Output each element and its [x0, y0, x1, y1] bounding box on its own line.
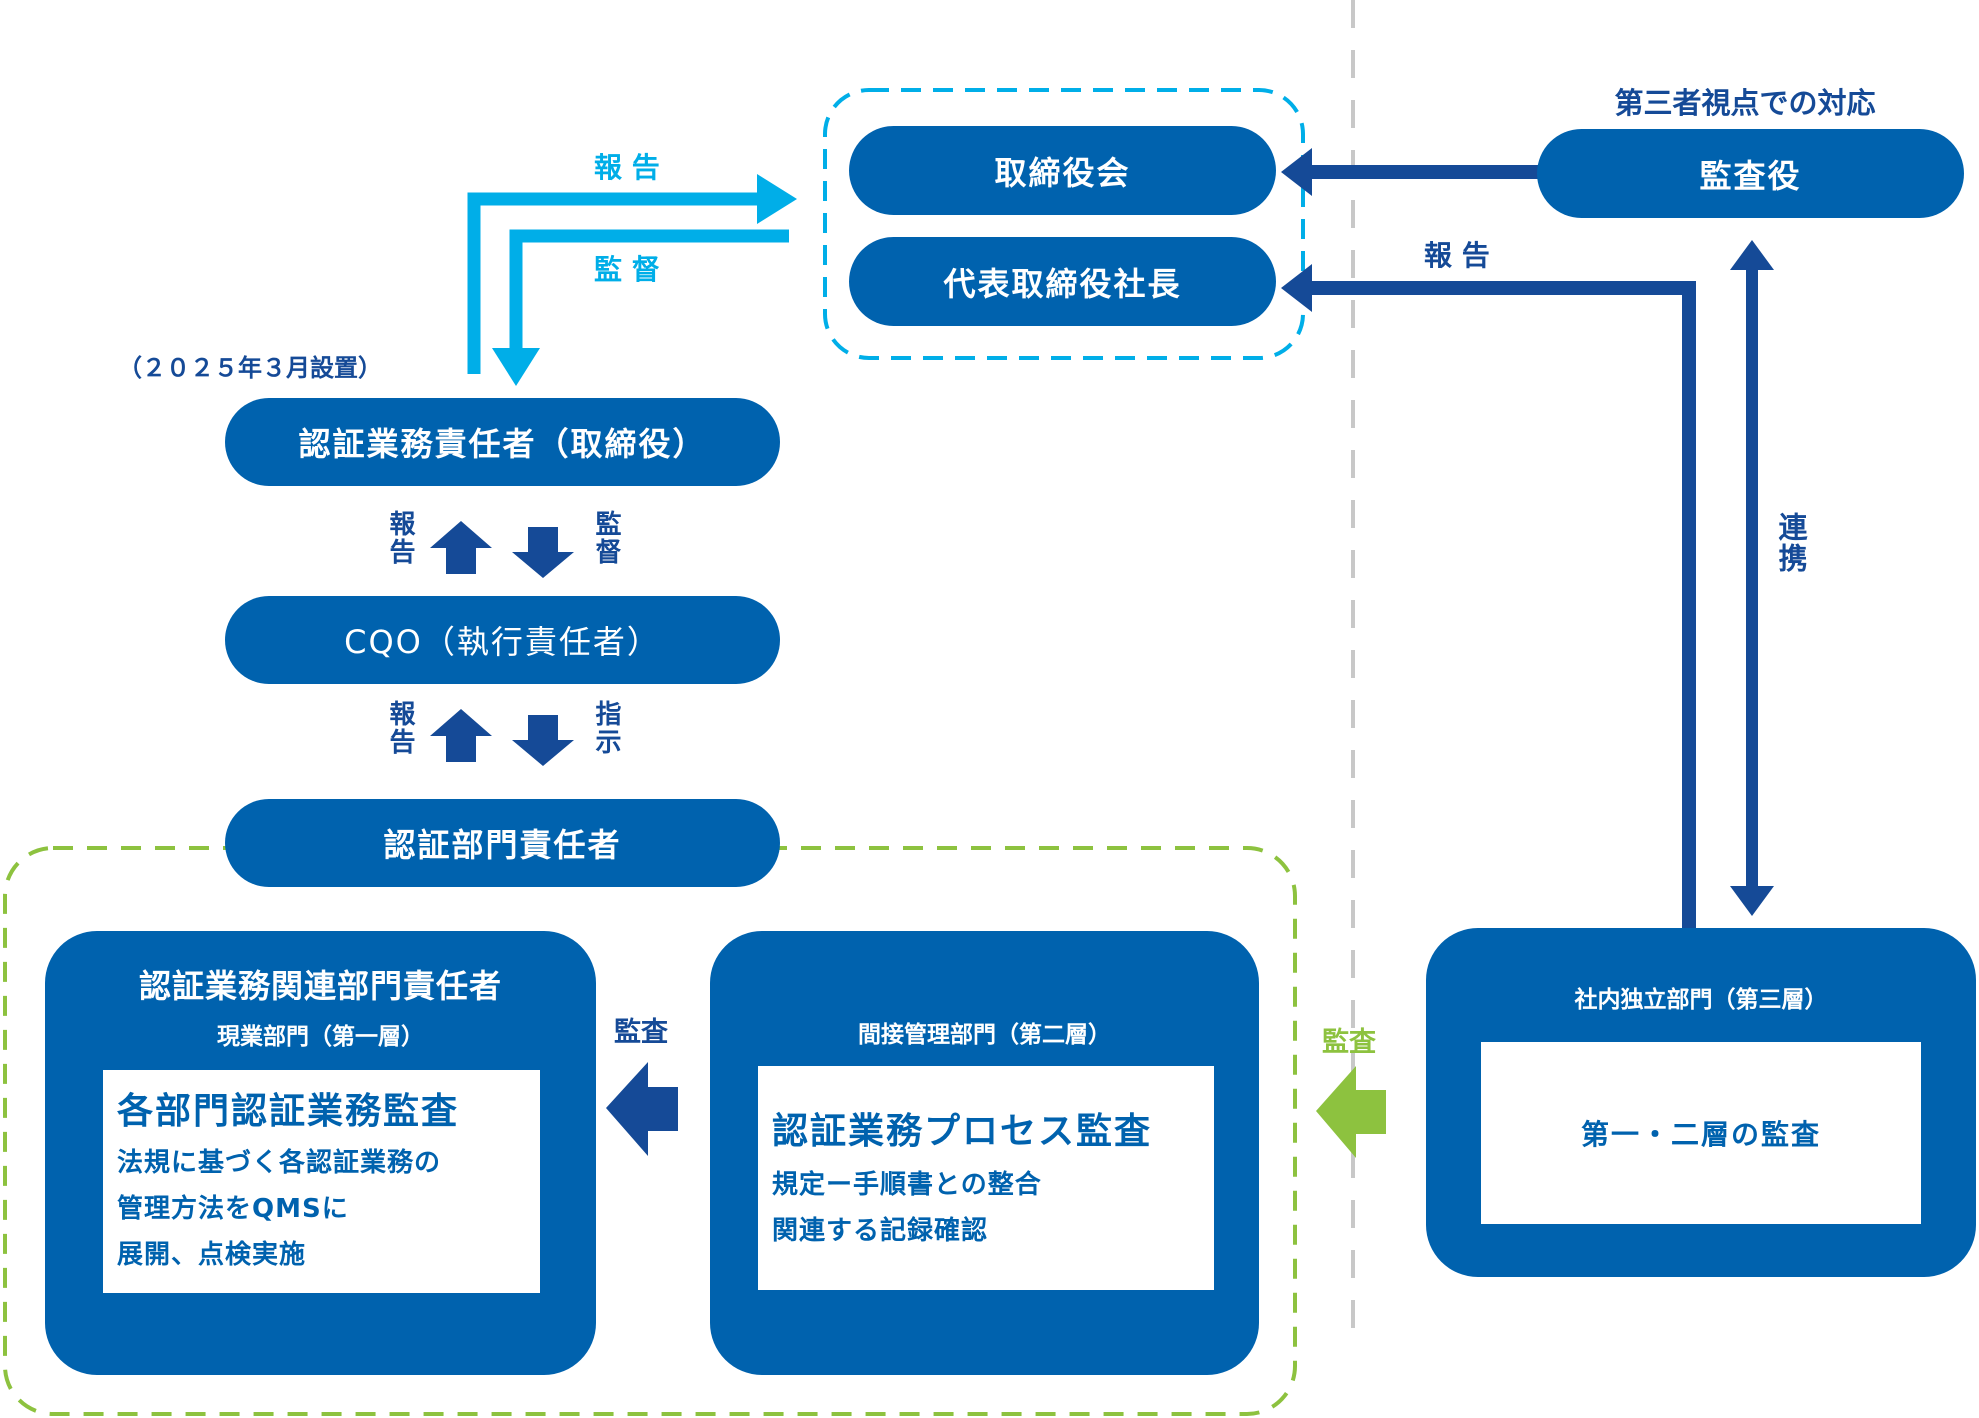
dept-head-node: 認証部門責任者 [225, 799, 780, 887]
arrow2-down-label: 指示 [591, 700, 621, 756]
third-party-caption: 第三者視点での対応 [1614, 86, 1876, 120]
layer3-heading: 第一・二層の監査 [1580, 1118, 1821, 1151]
cqo-label: CQO（執行責任者） [344, 623, 661, 661]
supervise-down-arrow-1 [512, 527, 574, 578]
board-of-directors-node: 取締役会 [849, 126, 1276, 215]
layer1-line: 法規に基づく各認証業務の [117, 1148, 442, 1178]
layer2-line: 関連する記録確認 [772, 1216, 989, 1246]
layer1-heading: 各部門認証業務監査 [117, 1091, 460, 1132]
report-up-arrow-1 [430, 521, 492, 574]
board-label: 取締役会 [994, 153, 1131, 192]
established-note: （２０２５年３月設置） [118, 354, 382, 382]
layer1-subtitle: 現業部門（第一層） [217, 1024, 424, 1050]
layer3-content: 第一・二層の監査 [1481, 1042, 1921, 1224]
audit-arrow-layer3-to-layer2 [1316, 1066, 1386, 1158]
layer1-content: 各部門認証業務監査 法規に基づく各認証業務の 管理方法をQMSに 展開、点検実施 [103, 1070, 540, 1293]
president-node: 代表取締役社長 [849, 237, 1276, 326]
report-to-board-label: 報 告 [594, 151, 660, 184]
audit-label-layer3: 監査 [1322, 1027, 1376, 1058]
board-group-frame [823, 88, 1305, 360]
layer2-line: 規定ー手順書との整合 [772, 1170, 1042, 1200]
layer2-content: 認証業務プロセス監査 規定ー手順書との整合 関連する記録確認 [758, 1066, 1214, 1290]
collaboration-double-arrow [1730, 240, 1774, 916]
cqo-node: CQO（執行責任者） [225, 596, 780, 684]
arrow1-up-label: 報告 [385, 510, 415, 566]
cert-executive-node: 認証業務責任者（取締役） [225, 398, 780, 486]
report-to-board-arrow [467, 174, 797, 374]
layer1-line: 展開、点検実施 [117, 1240, 307, 1270]
layer2-heading: 認証業務プロセス監査 [772, 1111, 1153, 1152]
auditor-node: 監査役 [1537, 129, 1964, 218]
layer3-card: 社内独立部門（第三層） 第一・二層の監査 [1426, 928, 1976, 1277]
auditor-to-board-arrow [1281, 148, 1540, 196]
report-up-arrow-2 [430, 709, 492, 762]
arrow1-down-label: 監督 [591, 510, 621, 566]
layer3-subtitle: 社内独立部門（第三層） [1574, 987, 1828, 1013]
instruct-down-arrow-2 [512, 715, 574, 766]
auditor-label: 監査役 [1699, 156, 1802, 195]
layer1-title: 認証業務関連部門責任者 [138, 967, 502, 1005]
supervise-label: 監 督 [594, 253, 660, 286]
layer1-line: 管理方法をQMSに [117, 1194, 349, 1224]
cert-executive-label: 認証業務責任者（取締役） [298, 425, 707, 463]
president-label: 代表取締役社長 [943, 264, 1182, 303]
layer2-subtitle: 間接管理部門（第二層） [858, 1022, 1111, 1048]
report-right-label: 報 告 [1424, 239, 1490, 272]
supervise-from-board-arrow [492, 229, 789, 386]
arrow2-up-label: 報告 [385, 700, 415, 756]
layer2-card: 間接管理部門（第二層） 認証業務プロセス監査 規定ー手順書との整合 関連する記録… [710, 931, 1259, 1375]
audit-arrow-layer2-to-layer1 [606, 1062, 678, 1156]
third-layer-report-arrow [1281, 264, 1696, 930]
layer1-card: 認証業務関連部門責任者 現業部門（第一層） 各部門認証業務監査 法規に基づく各認… [45, 931, 596, 1375]
collaboration-label: 連携 [1774, 512, 1808, 574]
audit-label-layer2: 監査 [614, 1017, 668, 1048]
dept-head-label: 認証部門責任者 [383, 826, 622, 864]
